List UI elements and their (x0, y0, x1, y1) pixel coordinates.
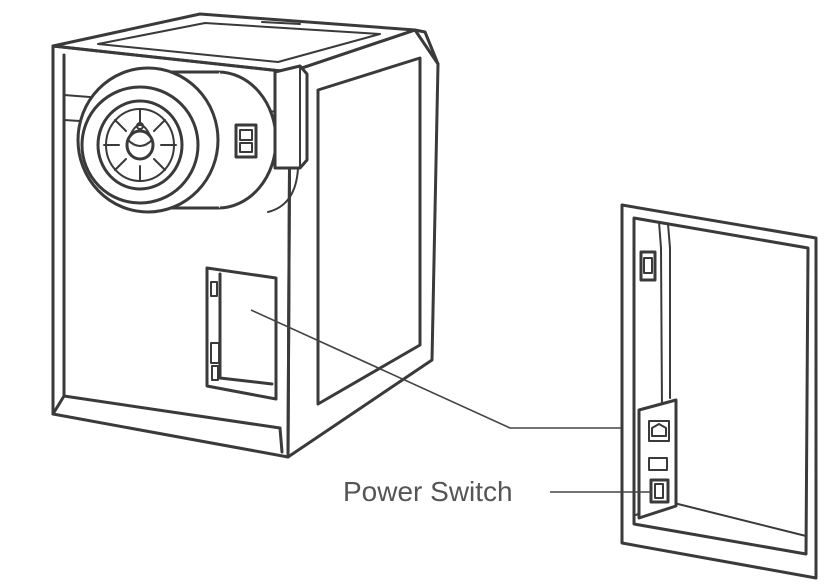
leader-line (250, 309, 622, 429)
power-switch-label: Power Switch (343, 476, 513, 507)
filament-spool (76, 66, 278, 214)
panel-switch-icon (234, 123, 258, 159)
detail-view (620, 203, 818, 580)
side-module (267, 64, 309, 213)
power-switch-icon (649, 478, 670, 504)
power-port-opening (205, 266, 278, 401)
